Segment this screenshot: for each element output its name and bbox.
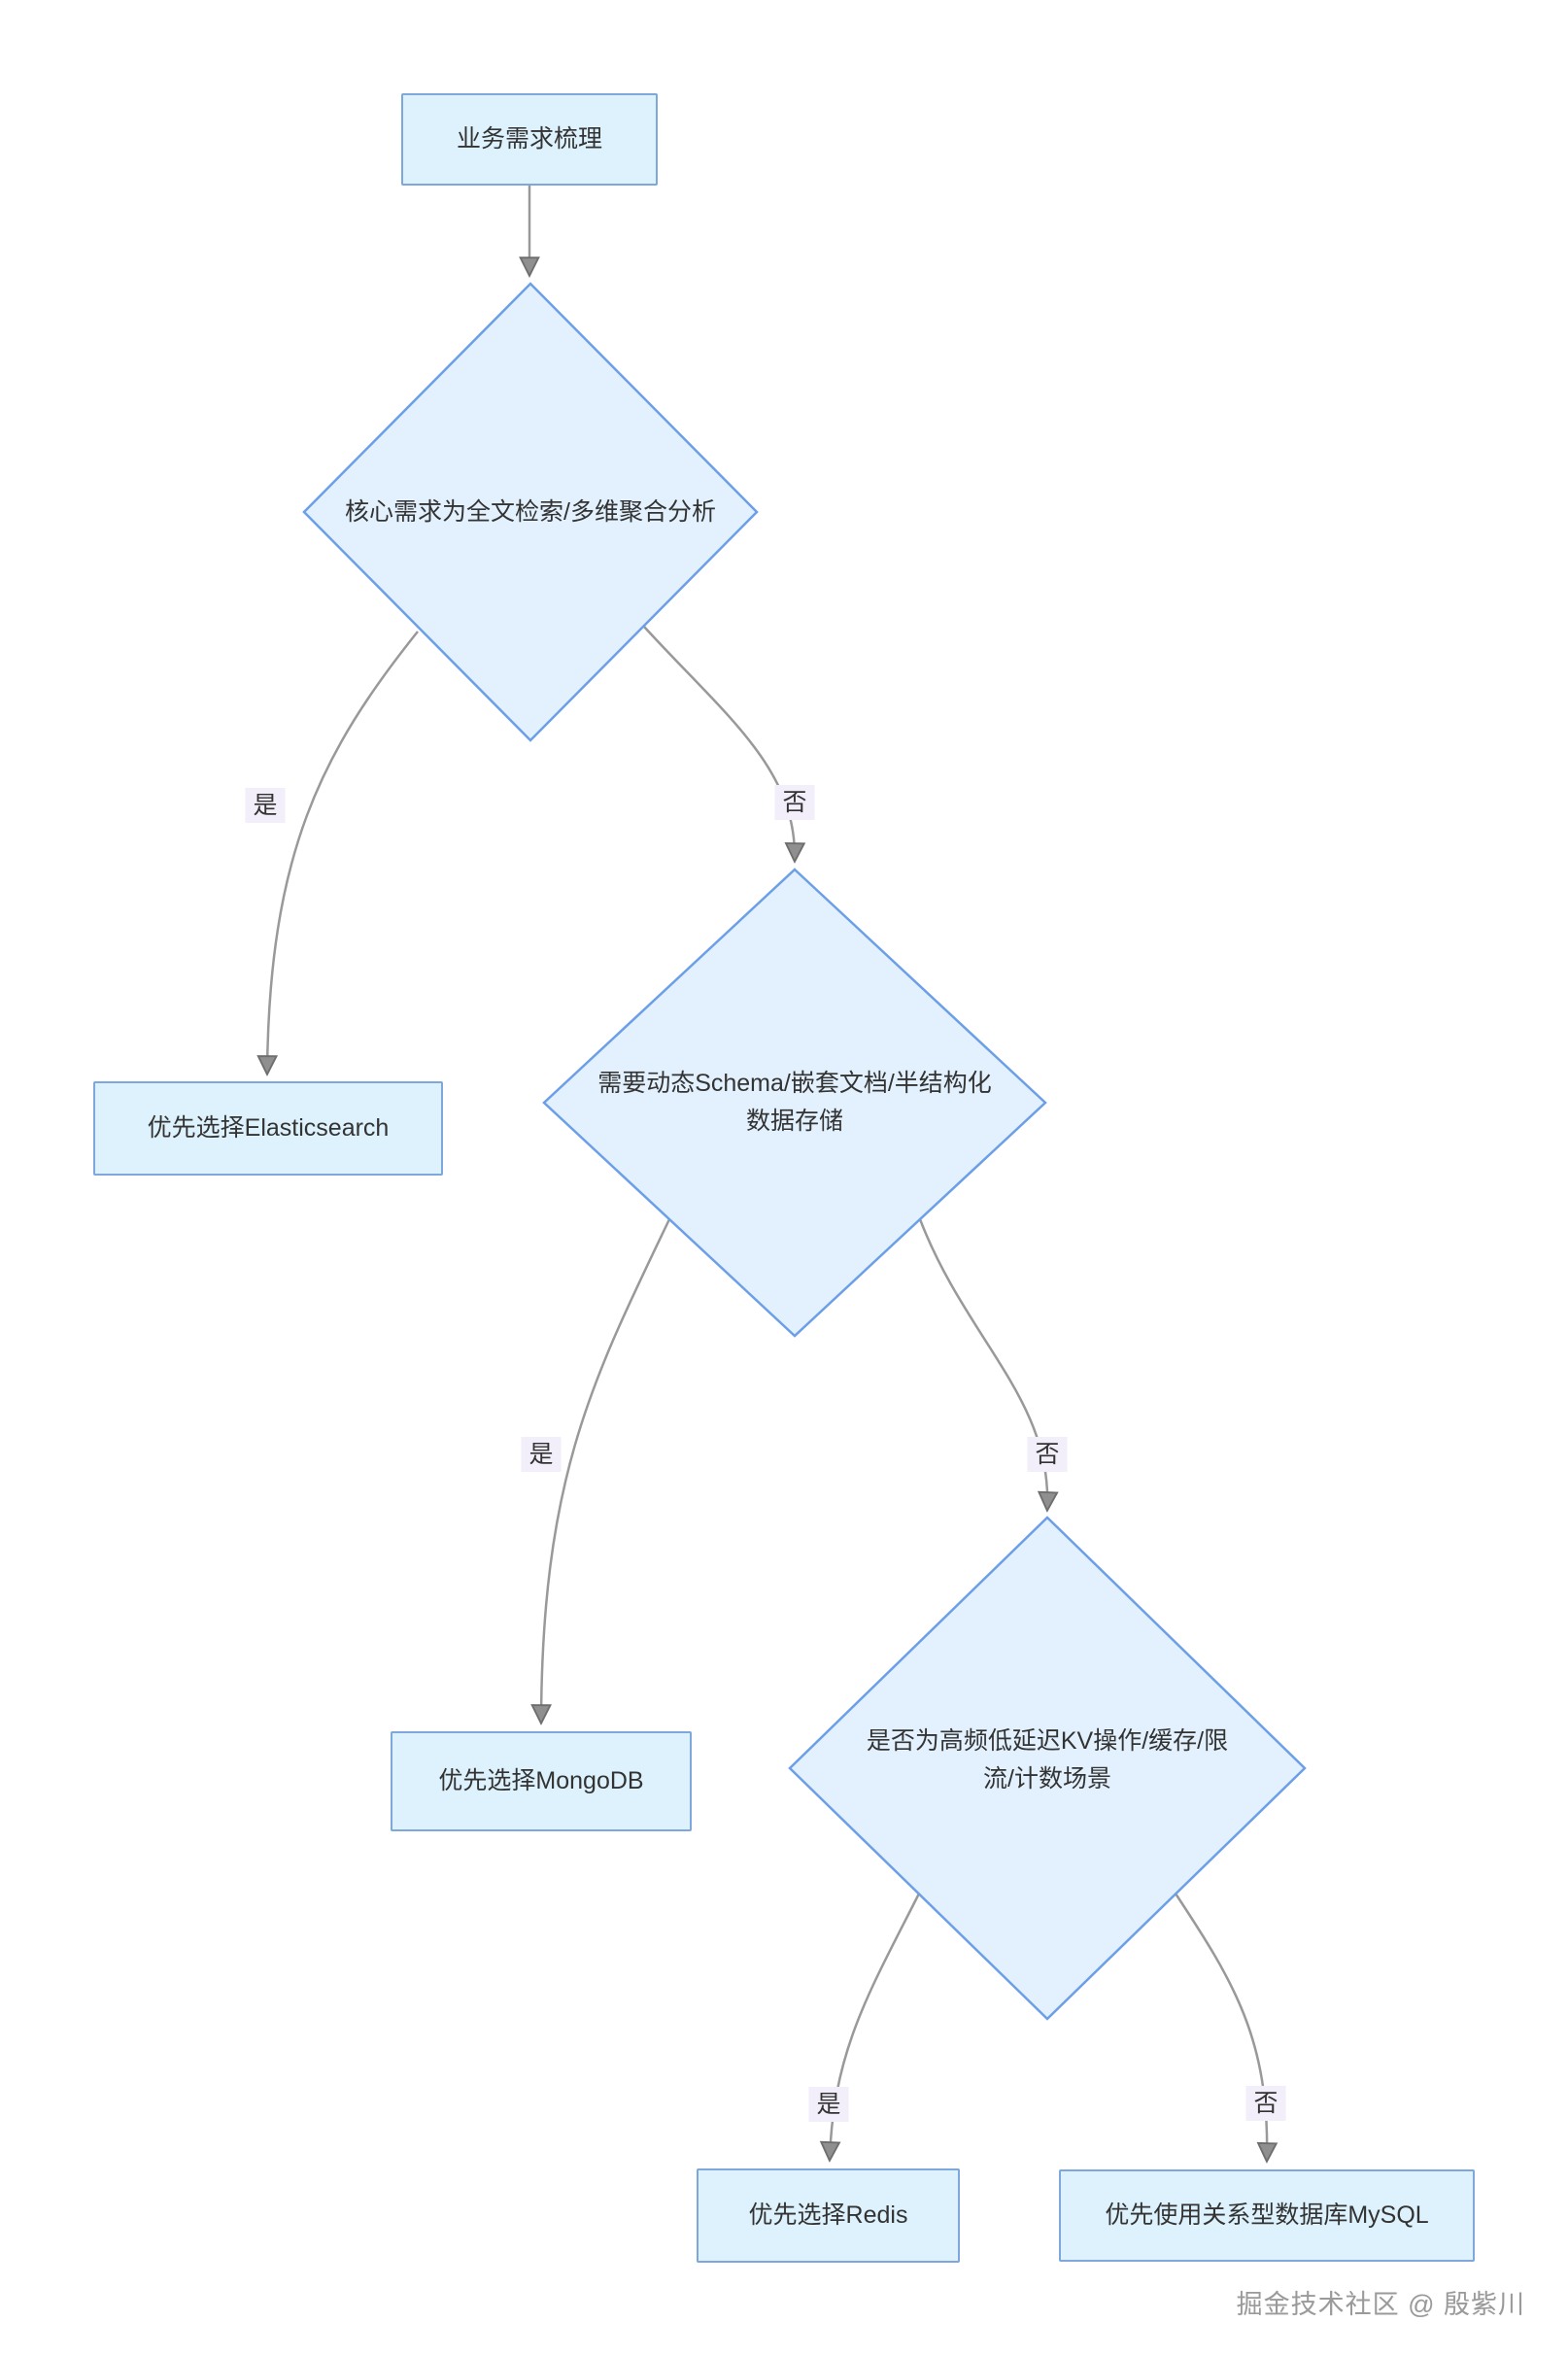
decision-kv-diamond [788, 1516, 1307, 2021]
edge-label-yes-fulltext: 是 [245, 788, 286, 823]
decision-schema-diamond [542, 868, 1047, 1338]
node-redis: 优先选择Redis [697, 2168, 960, 2263]
edge-label-yes-kv: 是 [808, 2087, 849, 2122]
node-business-requirements: 业务需求梳理 [401, 93, 658, 186]
node-elasticsearch: 优先选择Elasticsearch [93, 1081, 443, 1176]
node-redis-label: 优先选择Redis [748, 2201, 908, 2229]
watermark-text: 掘金技术社区 @ 殷紫川 [1236, 2290, 1525, 2319]
node-mysql-label: 优先使用关系型数据库MySQL [1105, 2201, 1429, 2229]
edge-label-no-kv: 否 [1245, 2086, 1286, 2121]
decision-fulltext-diamond [302, 282, 759, 742]
node-mysql: 优先使用关系型数据库MySQL [1059, 2169, 1475, 2262]
edge-fulltext-yes-to-elasticsearch [267, 631, 419, 1073]
node-business-requirements-label: 业务需求梳理 [456, 125, 602, 153]
node-elasticsearch-label: 优先选择Elasticsearch [147, 1114, 390, 1142]
edge-fulltext-no-to-schema [643, 626, 795, 860]
edge-schema-yes-to-mongodb [541, 1218, 671, 1722]
edge-label-no-fulltext: 否 [774, 785, 815, 820]
edge-label-yes-schema: 是 [521, 1437, 562, 1472]
edge-label-no-schema: 否 [1027, 1437, 1068, 1472]
node-mongodb: 优先选择MongoDB [391, 1731, 692, 1831]
node-mongodb-label: 优先选择MongoDB [438, 1767, 644, 1794]
